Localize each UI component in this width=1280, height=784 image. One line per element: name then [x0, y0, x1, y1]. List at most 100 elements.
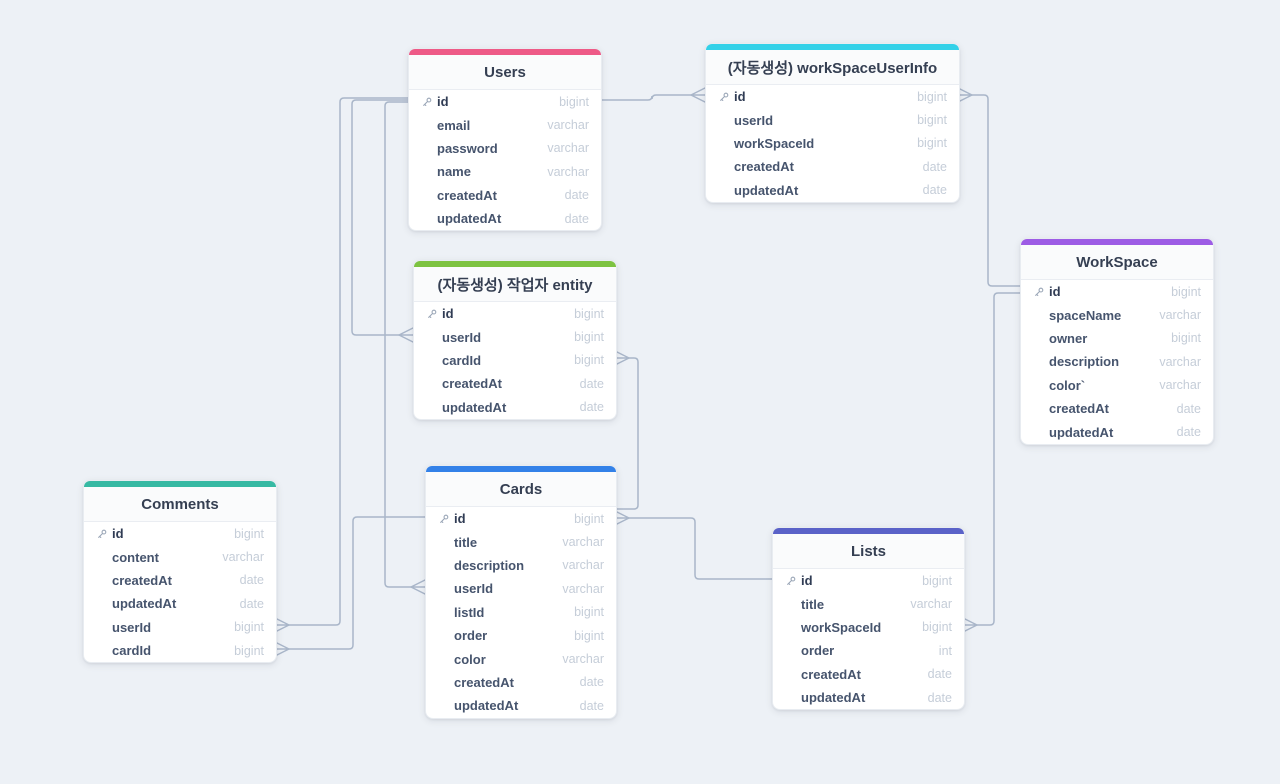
crows-foot-many-marker	[957, 87, 973, 103]
field-name: createdAt	[442, 376, 502, 391]
field-type-label: varchar	[547, 141, 589, 156]
field-name: color	[454, 652, 486, 667]
field-type-label: date	[927, 690, 952, 705]
field-row-createdAt: createdAt date	[84, 569, 276, 592]
field-type-label: varchar	[562, 535, 604, 550]
table-title: (자동생성) workSpaceUserInfo	[706, 50, 959, 85]
field-row-color: color`varchar	[1021, 374, 1213, 397]
field-name-label: id	[734, 89, 746, 105]
relationship-line[interactable]	[351, 99, 409, 336]
field-name-label: updatedAt	[1049, 424, 1114, 440]
field-name: password	[437, 141, 498, 156]
crows-foot-many-marker	[962, 617, 978, 633]
relationship-Users-id--작업자-userId[interactable]	[351, 99, 414, 343]
field-type-label: date	[927, 667, 952, 682]
field-name: id	[718, 89, 746, 104]
relationship-line[interactable]	[614, 357, 639, 510]
crows-foot-many-marker	[614, 350, 630, 366]
relationship-line[interactable]	[976, 292, 1021, 626]
field-type-label: bigint	[574, 605, 604, 620]
field-name-label: updatedAt	[734, 182, 799, 198]
relationship-line[interactable]	[384, 101, 412, 588]
relationship-Users-id--Comments-userId[interactable]	[274, 97, 409, 633]
field-name: id	[1033, 284, 1061, 299]
field-name: title	[454, 535, 477, 550]
field-name: updatedAt	[112, 596, 176, 611]
field-type-label: bigint	[1171, 331, 1201, 346]
field-name: content	[112, 550, 159, 565]
field-type-label: date	[579, 376, 604, 391]
field-name: cardId	[442, 353, 481, 368]
field-name: id	[426, 306, 454, 321]
table-accent-bar	[414, 261, 616, 267]
field-type-label: date	[239, 573, 264, 588]
field-name-label: id	[112, 526, 124, 542]
field-name: updatedAt	[734, 183, 798, 198]
field-row-createdAt: createdAt date	[414, 372, 616, 395]
field-name-label: createdAt	[112, 572, 172, 588]
field-name-label: id	[454, 511, 466, 527]
field-type-label: date	[1176, 401, 1201, 416]
field-type-label: bigint	[1171, 284, 1201, 299]
field-name-label: id	[1049, 284, 1061, 300]
field-name: order	[454, 628, 487, 643]
field-type-label: bigint	[922, 620, 952, 635]
field-name-label: updatedAt	[454, 698, 519, 714]
field-name: workSpaceId	[801, 620, 881, 635]
relationship-Cards-id--Comments-cardId[interactable]	[274, 516, 426, 657]
field-name: updatedAt	[454, 698, 518, 713]
field-name-label: spaceName	[1049, 307, 1122, 323]
field-name-label: updatedAt	[112, 596, 177, 612]
relationship-WorkSpace-id--Lists-workSpaceId[interactable]	[962, 292, 1021, 633]
field-name: title	[801, 597, 824, 612]
field-name: description	[1049, 354, 1119, 369]
primary-key-icon	[1033, 286, 1045, 298]
field-type-label: bigint	[574, 306, 604, 321]
relationship-Users-id--Cards-userId[interactable]	[384, 101, 426, 595]
relationship-Lists-id--Cards-listId[interactable]	[614, 510, 773, 580]
crows-foot-many-marker	[398, 327, 414, 343]
crows-foot-many-marker	[410, 579, 426, 595]
relationship-line[interactable]	[288, 97, 409, 626]
field-type-label: date	[922, 159, 947, 174]
table-accent-bar	[773, 528, 964, 534]
relationship-WorkSpace-id--workSpaceUserInfo-workSpaceId[interactable]	[957, 87, 1021, 287]
relationship-line[interactable]	[599, 94, 692, 101]
field-row-password: password varchar	[409, 137, 601, 160]
relationship-Users-id--workSpaceUserInfo-userId[interactable]	[599, 87, 706, 103]
relationship-line[interactable]	[971, 94, 1021, 287]
field-type-label: date	[579, 675, 604, 690]
relationship-line[interactable]	[628, 517, 773, 580]
field-row-id: id bigint	[1021, 280, 1213, 303]
relationship-Cards-id--작업자-cardId[interactable]	[614, 350, 639, 510]
field-name-label: color`	[1049, 377, 1086, 393]
field-name-label: order	[454, 628, 488, 644]
field-name-label: userId	[734, 112, 774, 128]
field-type-label: varchar	[222, 550, 264, 565]
field-type-label: bigint	[559, 94, 589, 109]
relationship-line[interactable]	[288, 516, 426, 650]
field-name: name	[437, 164, 471, 179]
